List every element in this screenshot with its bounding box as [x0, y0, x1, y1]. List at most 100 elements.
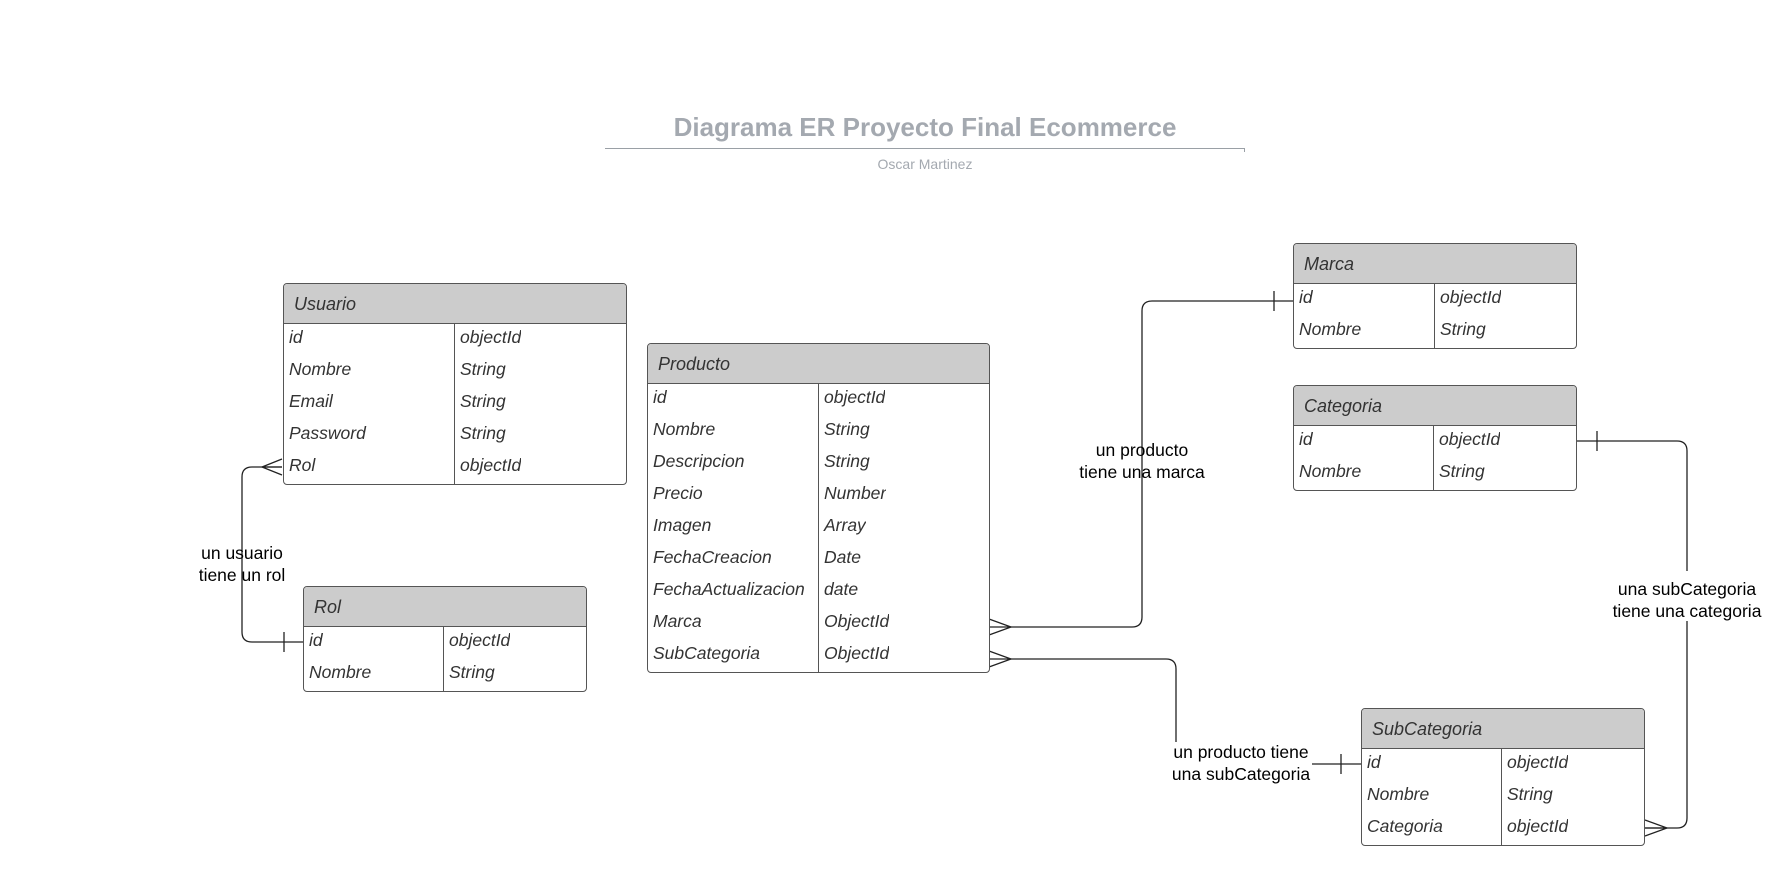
field-name: Nombre — [284, 356, 455, 388]
field-name: id — [1294, 284, 1435, 316]
field-row-nombre: Nombre String — [1362, 781, 1644, 813]
field-row-id: id objectId — [304, 627, 586, 659]
field-name: id — [284, 324, 455, 356]
entity-header: Categoria — [1294, 386, 1576, 426]
entity-subcategoria[interactable]: SubCategoria id objectId Nombre String C… — [1361, 708, 1645, 846]
field-type: String — [1439, 461, 1485, 481]
field-type: objectId — [460, 327, 522, 347]
crowfoot-producto-marca — [988, 618, 1013, 636]
label-line: un usuario — [201, 543, 283, 563]
field-row-id: id objectId — [648, 384, 989, 416]
field-name: id — [648, 384, 819, 416]
relationship-label-usuario-rol: un usuario tiene un rol — [182, 542, 302, 586]
field-name: Nombre — [1362, 781, 1502, 813]
label-line: una subCategoria — [1617, 579, 1757, 599]
field-row-id: id objectId — [284, 324, 626, 356]
connector-usuario-rol — [241, 466, 303, 643]
field-type: Date — [824, 547, 861, 567]
field-type: objectId — [1507, 816, 1569, 836]
field-type: objectId — [1440, 287, 1502, 307]
field-type: String — [824, 419, 870, 439]
field-row-password: Password String — [284, 420, 626, 452]
field-name: Marca — [648, 608, 819, 640]
field-row-imagen: Imagen Array — [648, 512, 989, 544]
field-name: Imagen — [648, 512, 819, 544]
field-name: id — [1294, 426, 1434, 458]
entity-categoria[interactable]: Categoria id objectId Nombre String — [1293, 385, 1577, 491]
field-row-rol: Rol objectId — [284, 452, 626, 484]
field-row-nombre: Nombre String — [648, 416, 989, 448]
entity-header: Marca — [1294, 244, 1576, 284]
field-name: SubCategoria — [648, 640, 819, 672]
field-row-fechacreacion: FechaCreacion Date — [648, 544, 989, 576]
field-name: FechaActualizacion — [648, 576, 819, 608]
field-row-subcategoria: SubCategoria ObjectId — [648, 640, 989, 672]
field-name: Descripcion — [648, 448, 819, 480]
field-row-email: Email String — [284, 388, 626, 420]
field-name: Password — [284, 420, 455, 452]
crowfoot-subcategoria-categoria — [1644, 819, 1669, 837]
field-name: Rol — [284, 452, 455, 484]
connector-producto-marca — [989, 300, 1293, 628]
field-type: objectId — [449, 630, 511, 650]
page-title: Diagrama ER Proyecto Final Ecommerce — [673, 112, 1177, 142]
label-line: tiene un rol — [198, 565, 286, 585]
field-type: String — [824, 451, 870, 471]
field-type: objectId — [824, 387, 886, 407]
field-name: Email — [284, 388, 455, 420]
field-type: objectId — [1507, 752, 1569, 772]
field-name: Nombre — [1294, 316, 1435, 348]
field-row-categoria: Categoria objectId — [1362, 813, 1644, 845]
field-row-id: id objectId — [1362, 749, 1644, 781]
field-name: id — [1362, 749, 1502, 781]
crowfoot-producto-subcategoria — [988, 650, 1013, 668]
entity-producto[interactable]: Producto id objectId Nombre String Descr… — [647, 343, 990, 673]
field-type: Number — [824, 483, 887, 503]
field-row-nombre: Nombre String — [1294, 316, 1576, 348]
field-type: String — [449, 662, 495, 682]
field-row-nombre: Nombre String — [304, 659, 586, 691]
relationship-label-producto-subcategoria: un producto tiene una subCategoria — [1161, 741, 1321, 785]
field-type: ObjectId — [824, 611, 890, 631]
field-row-marca: Marca ObjectId — [648, 608, 989, 640]
field-type: String — [1507, 784, 1553, 804]
entity-usuario[interactable]: Usuario id objectId Nombre String Email … — [283, 283, 627, 485]
field-row-descripcion: Descripcion String — [648, 448, 989, 480]
entity-header: Usuario — [284, 284, 626, 324]
field-type: objectId — [460, 455, 522, 475]
field-name: Nombre — [1294, 458, 1434, 490]
label-line: una subCategoria — [1171, 764, 1311, 784]
field-row-precio: Precio Number — [648, 480, 989, 512]
field-row-nombre: Nombre String — [1294, 458, 1576, 490]
connector-subcategoria-categoria-lower — [1645, 621, 1688, 829]
label-line: tiene una categoria — [1612, 601, 1762, 621]
field-type: String — [460, 423, 506, 443]
label-line: un producto tiene — [1173, 742, 1309, 762]
label-line: un producto — [1095, 440, 1189, 460]
field-row-fechaactualizacion: FechaActualizacion date — [648, 576, 989, 608]
relationship-label-producto-marca: un producto tiene una marca — [1062, 439, 1222, 483]
field-name: Categoria — [1362, 813, 1502, 845]
field-type: objectId — [1439, 429, 1501, 449]
field-type: Array — [824, 515, 866, 535]
connector-subcategoria-categoria — [1577, 440, 1688, 571]
title-divider — [605, 148, 1245, 152]
field-row-nombre: Nombre String — [284, 356, 626, 388]
connector-producto-subcategoria — [989, 658, 1177, 742]
field-name: Nombre — [304, 659, 444, 691]
field-name: Nombre — [648, 416, 819, 448]
field-type: String — [460, 391, 506, 411]
entity-header: Producto — [648, 344, 989, 384]
field-type: ObjectId — [824, 643, 890, 663]
entity-marca[interactable]: Marca id objectId Nombre String — [1293, 243, 1577, 349]
entity-header: Rol — [304, 587, 586, 627]
entity-rol[interactable]: Rol id objectId Nombre String — [303, 586, 587, 692]
crowfoot-usuario-rol — [260, 458, 283, 476]
label-line: tiene una marca — [1079, 462, 1205, 482]
field-name: FechaCreacion — [648, 544, 819, 576]
field-name: id — [304, 627, 444, 659]
field-type: date — [824, 579, 859, 599]
field-type: String — [460, 359, 506, 379]
field-name: Precio — [648, 480, 819, 512]
